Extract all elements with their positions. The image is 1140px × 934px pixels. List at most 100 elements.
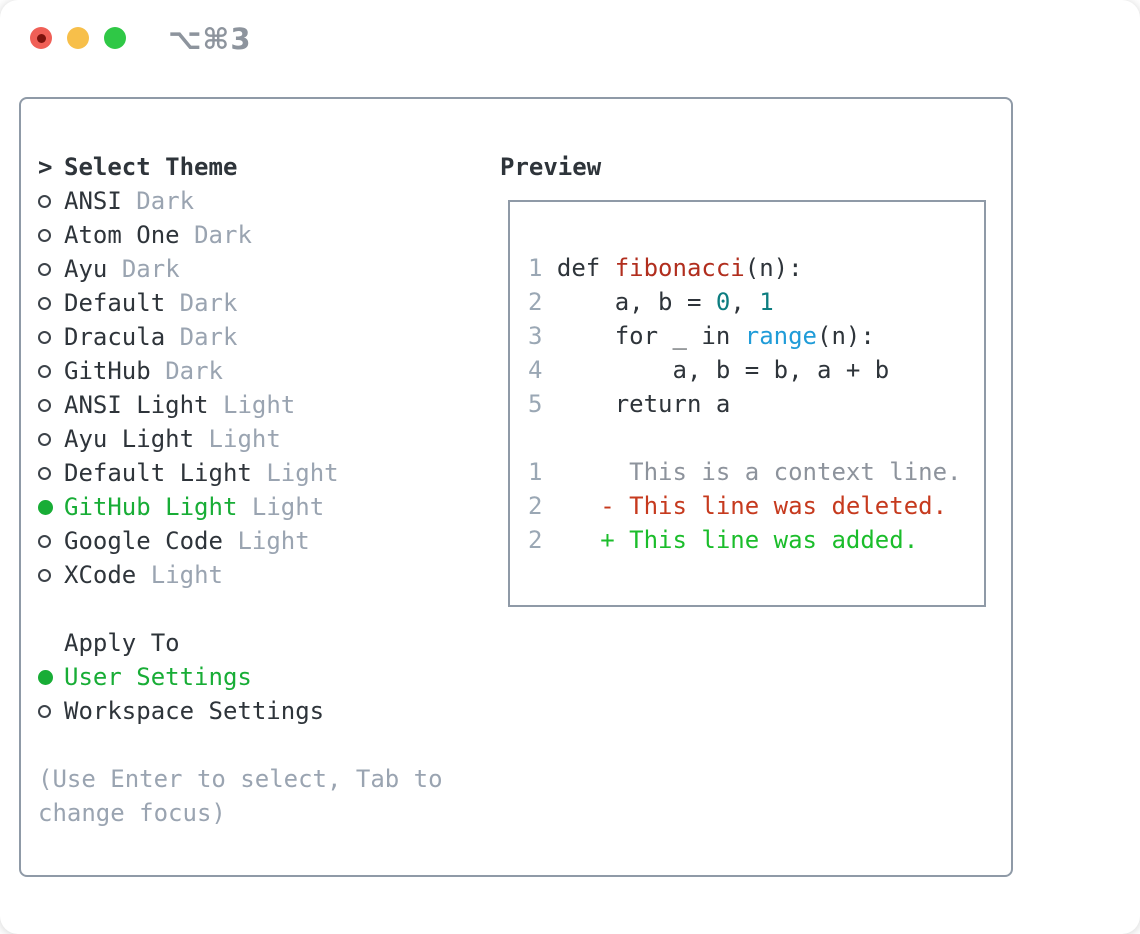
- radio-marker: [38, 364, 64, 378]
- radio-marker: [38, 432, 64, 446]
- code-line: 3 for _ in range(n):: [528, 319, 961, 353]
- code-line: 5 return a: [528, 387, 961, 421]
- theme-option-github-light[interactable]: GitHub Light Light: [38, 490, 443, 524]
- apply-option-user-settings[interactable]: User Settings: [38, 660, 443, 694]
- apply-option-label: Workspace Settings: [64, 697, 325, 725]
- radio-unselected-icon: [38, 262, 51, 276]
- radio-unselected-icon: [38, 330, 51, 344]
- radio-marker: [38, 398, 64, 412]
- theme-variant-label: Dark: [136, 187, 195, 215]
- radio-marker: [38, 534, 64, 548]
- code-segment: + This line was added.: [556, 526, 919, 554]
- theme-variant-label: Dark: [165, 357, 223, 385]
- radio-unselected-icon: [38, 704, 51, 718]
- radio-marker: [38, 568, 64, 582]
- theme-option-label: GitHub Light: [64, 493, 238, 521]
- window-title: ⌥⌘3: [168, 22, 252, 56]
- theme-option-label: Default: [64, 289, 166, 317]
- theme-option-dracula[interactable]: Dracula Dark: [38, 320, 443, 354]
- radio-marker: [38, 669, 64, 685]
- radio-unselected-icon: [38, 296, 51, 310]
- code-segment: 1: [759, 288, 774, 316]
- titlebar: ⌥⌘3: [0, 0, 1140, 76]
- radio-marker: [38, 499, 64, 515]
- radio-marker: [38, 704, 64, 718]
- code-line: 2 - This line was deleted.: [528, 489, 961, 523]
- line-number: 4: [528, 356, 557, 384]
- code-segment: - This line was deleted.: [556, 492, 948, 520]
- theme-option-google-code[interactable]: Google Code Light: [38, 524, 443, 558]
- theme-option-label: Google Code: [64, 527, 223, 555]
- code-segment: def: [556, 254, 615, 282]
- theme-variant-label: Dark: [179, 323, 238, 351]
- radio-marker: [38, 466, 64, 480]
- code-segment: 0: [715, 288, 731, 316]
- radio-marker: [38, 330, 64, 344]
- line-number: 5: [528, 390, 557, 418]
- code-segment: return a: [556, 390, 731, 418]
- theme-option-github[interactable]: GitHub Dark: [38, 354, 443, 388]
- theme-variant-label: Light: [251, 493, 325, 521]
- theme-option-default-light[interactable]: Default Light Light: [38, 456, 443, 490]
- radio-unselected-icon: [38, 568, 51, 582]
- close-button[interactable]: [30, 27, 52, 49]
- select-theme-header: > Select Theme: [38, 150, 443, 184]
- radio-unselected-icon: [38, 466, 51, 480]
- select-theme-title: Select Theme: [64, 153, 238, 181]
- code-line: 1 def fibonacci(n):: [528, 251, 961, 285]
- theme-variant-label: Dark: [194, 221, 252, 249]
- line-number: 2: [528, 288, 557, 316]
- focus-caret-icon: >: [38, 153, 53, 181]
- code-line: 4 a, b = b, a + b: [528, 353, 961, 387]
- code-line: 2 + This line was added.: [528, 523, 961, 557]
- zoom-button[interactable]: [104, 27, 126, 49]
- apply-option-workspace-settings[interactable]: Workspace Settings: [38, 694, 443, 728]
- theme-variant-label: Dark: [179, 289, 238, 317]
- theme-option-label: Ayu Light: [64, 425, 195, 453]
- apply-option-label: User Settings: [64, 663, 252, 691]
- radio-marker: [38, 296, 64, 310]
- line-number: 2: [528, 526, 557, 554]
- radio-unselected-icon: [38, 398, 51, 412]
- minimize-button[interactable]: [67, 27, 89, 49]
- code-segment: fibonacci: [614, 254, 745, 282]
- line-number: 1: [528, 254, 557, 282]
- spacer: [38, 592, 443, 626]
- theme-option-label: Dracula: [64, 323, 166, 351]
- code-segment: range: [744, 322, 817, 350]
- theme-option-default[interactable]: Default Dark: [38, 286, 443, 320]
- preview-title: Preview: [500, 153, 602, 181]
- apply-to-header: Apply To: [38, 626, 443, 660]
- keyboard-hint: (Use Enter to select, Tab to change focu…: [38, 762, 443, 830]
- radio-marker: [38, 262, 64, 276]
- theme-variant-label: Light: [237, 527, 310, 555]
- radio-unselected-icon: [38, 228, 51, 242]
- radio-unselected-icon: [38, 364, 51, 378]
- code-segment: a, b = b, a + b: [556, 356, 890, 384]
- line-number: 2: [528, 492, 557, 520]
- radio-selected-icon: [38, 499, 53, 515]
- code-segment: (n):: [744, 254, 803, 282]
- theme-option-label: GitHub: [64, 357, 151, 385]
- apply-to-title: Apply To: [64, 629, 180, 657]
- theme-variant-label: Light: [223, 391, 296, 419]
- theme-option-label: Default Light: [64, 459, 252, 487]
- theme-variant-label: Light: [266, 459, 339, 487]
- theme-option-label: XCode: [64, 561, 137, 589]
- code-segment: This is a context line.: [556, 458, 962, 486]
- hint-line: change focus): [38, 799, 226, 827]
- radio-marker: [38, 194, 64, 208]
